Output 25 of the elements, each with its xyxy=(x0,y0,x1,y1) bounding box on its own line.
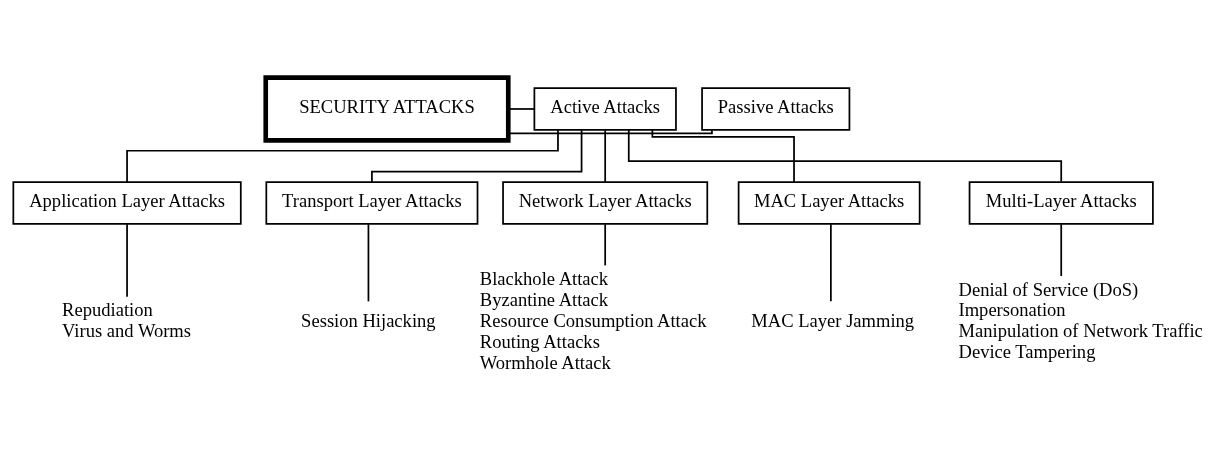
connector xyxy=(126,223,128,298)
connector xyxy=(651,129,795,183)
node-text: Session Hijacking xyxy=(301,309,436,331)
node-text: MAC Layer Jamming xyxy=(751,309,915,331)
node-text: Denial of Service (DoS) Impersonation Manipulation of Network Traffic Device Tampering xyxy=(958,278,1203,363)
connector xyxy=(507,129,713,135)
node-box: Multi-Layer Attacks xyxy=(968,181,1154,225)
node-box: Active Attacks xyxy=(533,87,677,131)
connector xyxy=(604,129,607,183)
connector xyxy=(604,223,607,267)
connector xyxy=(627,129,1063,183)
node-box: Application Layer Attacks xyxy=(12,181,242,225)
connector xyxy=(507,108,536,110)
node-box: Passive Attacks xyxy=(701,87,851,131)
connector xyxy=(830,223,832,303)
connector xyxy=(371,129,583,183)
node-box: Transport Layer Attacks xyxy=(265,181,479,225)
connector xyxy=(126,129,559,183)
node-box: SECURITY ATTACKS xyxy=(263,75,511,143)
connector xyxy=(367,223,370,303)
node-text: Blackhole Attack Byzantine Attack Resource Consumption Attack Routing Attacks Wormhole Attack xyxy=(479,268,707,373)
node-text: Repudiation Virus and Worms xyxy=(62,299,192,342)
node-box: Network Layer Attacks xyxy=(502,181,709,225)
connector xyxy=(1060,223,1063,277)
node-box: MAC Layer Attacks xyxy=(737,181,921,225)
